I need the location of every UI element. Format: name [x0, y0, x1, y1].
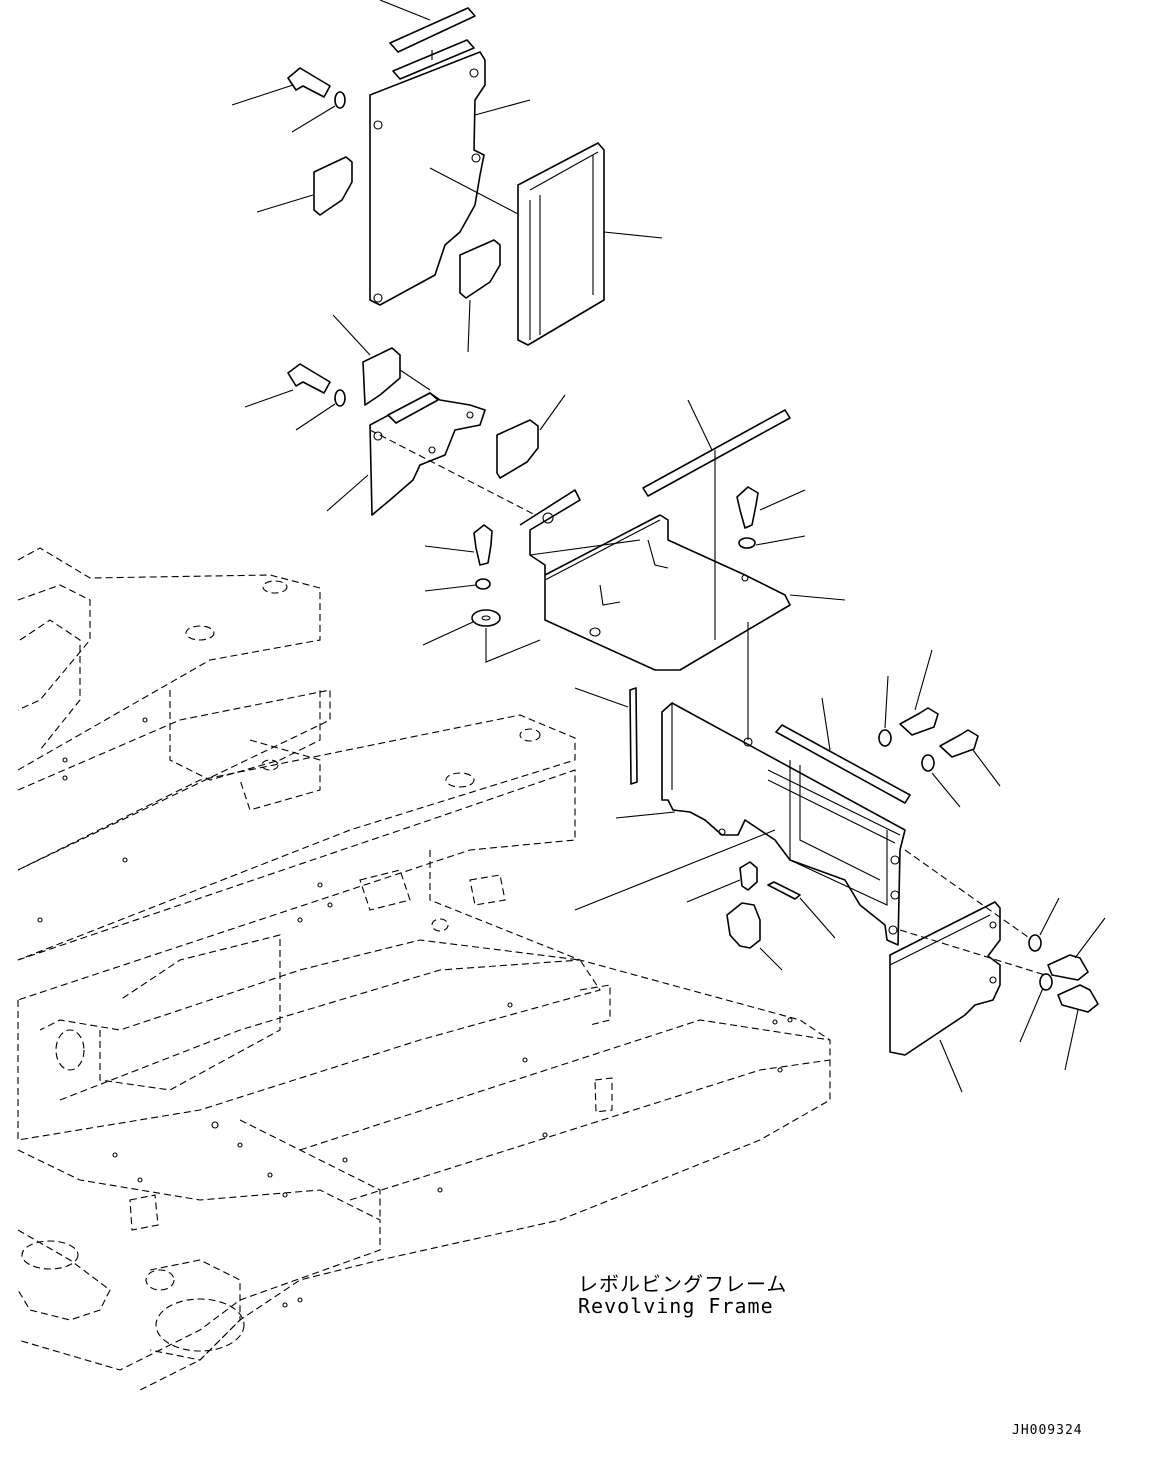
frame-holes — [37, 717, 793, 1308]
bolt-icon — [1057, 984, 1099, 1013]
panel-bolts-upper — [878, 649, 1001, 808]
top-seal-strip — [379, 0, 476, 80]
washer-icon — [334, 91, 346, 109]
panel-seal-strip — [775, 697, 911, 804]
vertical-seal — [574, 687, 638, 785]
bolt-icon — [287, 67, 331, 98]
bolt-icon — [473, 524, 493, 566]
bolt-icon — [899, 707, 939, 736]
tray-seal-strip — [642, 399, 791, 640]
bolt-icon — [736, 486, 759, 529]
washer-icon — [1039, 973, 1053, 991]
washer-icon — [878, 729, 892, 747]
upper-pads — [256, 156, 521, 353]
bolt-icon — [287, 363, 331, 394]
washer-icon — [1028, 934, 1042, 952]
drawing-reference-code: JH009324 — [1012, 1423, 1083, 1438]
upper-bolt — [231, 67, 346, 133]
middle-bolt — [244, 363, 346, 431]
washer-icon — [334, 389, 346, 407]
revolving-frame — [17, 547, 831, 1391]
bolt-icon — [939, 729, 979, 758]
frame-label-english: Revolving Frame — [578, 1294, 774, 1318]
lower-cover-plate — [889, 849, 1046, 1093]
tray-bolt-left — [422, 524, 541, 663]
washer-icon — [471, 609, 501, 627]
lower-bolts — [1019, 897, 1106, 1071]
upper-cover-plate — [369, 51, 531, 306]
washer-icon — [738, 537, 756, 549]
wire-clamp — [686, 861, 836, 971]
middle-pads — [332, 314, 566, 479]
frame-label-japanese: レボルビングフレーム — [578, 1272, 788, 1296]
bolt-icon — [1047, 954, 1089, 981]
bracket-tray — [519, 489, 846, 671]
washer-icon — [921, 754, 935, 772]
clamp-icon — [726, 902, 761, 949]
clamp-icon — [739, 861, 758, 891]
middle-cover-plate — [326, 392, 546, 521]
side-panel — [574, 702, 906, 946]
washer-icon — [475, 578, 491, 590]
filter-panel — [517, 142, 663, 346]
tray-bolt-right — [736, 486, 806, 740]
